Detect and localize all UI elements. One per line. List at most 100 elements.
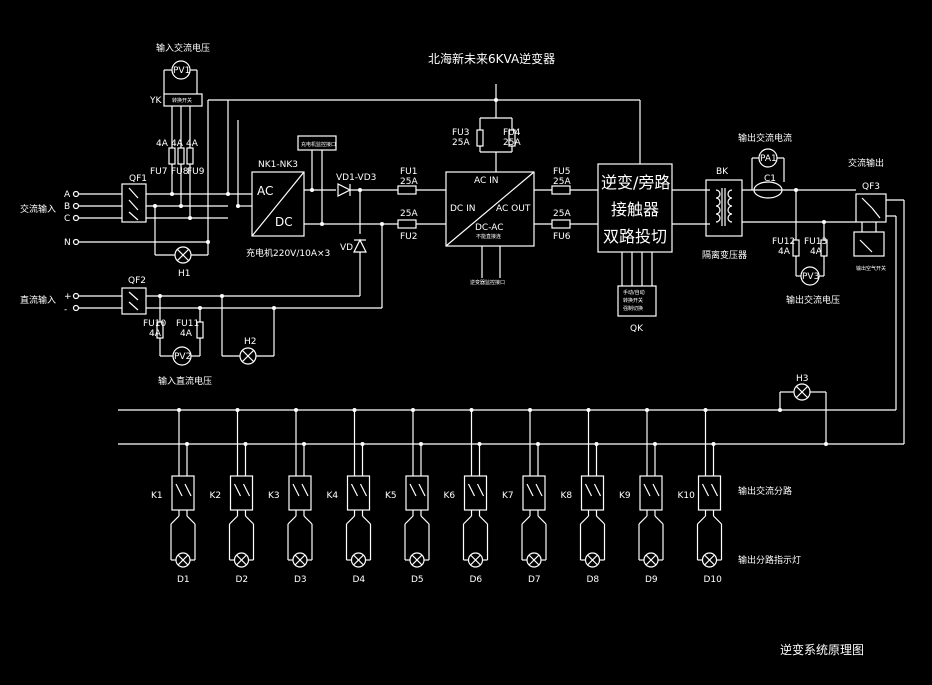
fu11-rating: 4A [180,329,193,339]
branch-lamp-label: 输出分路指示灯 [738,554,801,566]
svg-text:手动/自动: 手动/自动 [623,289,645,296]
branch-7-contact-2 [535,483,543,497]
branch-7-split-l [521,515,531,525]
branch-4-split-l [346,515,355,525]
branch-9-node-n [653,442,657,446]
branch-9-lamp-x2 [645,554,657,566]
branch-9-contact-1 [643,483,651,497]
fu9-rating: 4A [186,139,199,149]
transfer-line3: 双路投切 [603,227,667,246]
branch-4-split-n [362,515,371,525]
branch-7-contact-1 [526,483,534,497]
fu10-fu11-pv2 [156,296,204,366]
branch-5-switch-label: K5 [385,491,397,501]
branch-1-lamp-x2 [177,554,189,566]
branch-5-node-n [419,442,423,446]
branch-6-lamp [467,552,484,568]
branch-10-lamp-x2 [704,554,715,566]
phase-a-label: A [64,190,71,200]
branch-2-contact-1 [233,483,242,497]
branch-3-contact-2 [301,483,309,497]
branch-2-split-l [229,515,238,525]
branch-2-switch-label: K2 [210,491,222,501]
branch-3-node-n [302,442,306,446]
inverter-dc-in: DC IN [450,204,475,214]
branch-8-lamp-x2 [587,554,598,566]
fu7-label: FU7 [150,167,168,177]
branch-3-switch-label: K3 [268,491,280,501]
vd-label: VD [340,243,353,253]
transfer-line2: 接触器 [611,200,659,219]
ac-output-label: 交流输出 [848,157,884,169]
branch-10-node-l [703,408,708,412]
branch-9-lamp-label: D9 [645,575,658,585]
diagram-caption: 逆变系统原理图 [780,642,864,657]
branch-5-contact-2 [418,483,426,497]
branch-7-node-n [536,442,540,446]
rectifier-name: NK1-NK3 [258,160,298,170]
output-branches: K1D1K2D2K3D3K4D4K5D5K6D6K7D7K8D8K9D9K10D… [151,408,722,585]
inverter-dc-ac: 逆变器监控接口 [445,171,535,286]
fu4-rating: 25A [503,138,521,148]
branch-6-lamp-x2 [470,554,481,566]
branch-9-lamp [643,552,659,568]
branch-10-lamp-label: D10 [704,575,723,585]
dc-input-voltmeter-label: 输入直流电压 [158,375,212,387]
fu7-fu9-fuses [168,147,194,220]
branch-4-lamp-x2 [353,554,364,566]
branch-9-switch-label: K9 [619,491,631,501]
branch-6-node-n [477,442,482,446]
ac-input-label: 交流输入 [20,203,56,215]
branch-10-lamp [701,552,718,568]
branch-8-lamp [584,552,601,568]
branch-8-contact-1 [584,483,593,497]
branch-7-lamp-label: D7 [528,575,541,585]
fu8-rating: 4A [171,139,184,149]
branch-1-split-l [170,515,180,525]
branch-10-switch-label: K10 [678,491,696,501]
branch-2-node-l [235,408,240,412]
branch-5-node-l [411,408,415,412]
fu13-label: FU13 [804,237,827,247]
fu11-label: FU11 [176,319,199,329]
branch-10-contact-1 [701,483,710,497]
branch-5-split-l [404,515,414,525]
fu1-fu2-fuses [397,185,446,229]
branch-7-split-n [537,515,547,525]
branch-4-lamp [350,552,367,568]
qf3-breaker: 输出空气开关 [853,193,905,444]
fu10-label: FU10 [143,319,166,329]
phase-c-label: C [64,214,70,224]
branch-10-node-n [711,442,716,446]
branch-10-split-n [713,515,722,525]
h3-label: H3 [796,374,809,384]
svg-text:输出空气开关: 输出空气开关 [856,265,886,272]
branch-2-node-n [243,442,248,446]
rectifier-rating: 充电机220V/10A×3 [246,247,330,259]
branch-4-node-l [352,408,357,412]
fu5-rating: 25A [553,177,571,187]
ac-feed-lines [207,99,641,242]
branch-1-contact-1 [175,483,183,497]
pv2-label: PV2 [174,352,191,362]
output-bus [118,409,904,445]
fu2-rating: 25A [400,209,418,219]
qk-label: QK [630,324,644,334]
branch-6-node-l [469,408,474,412]
inverter-ac-out: AC OUT [496,204,531,214]
fu6-rating: 25A [553,209,571,219]
branch-2-lamp-label: D2 [236,575,249,585]
fu8-label: FU8 [171,167,189,177]
branch-6-switch-box [463,475,488,511]
qf3-label: QF3 [862,182,880,192]
pv1-voltmeter: 转换开关 [163,60,203,148]
branch-10-split-l [697,515,706,525]
branch-4-node-n [360,442,365,446]
svg-text:逆变器监控接口: 逆变器监控接口 [470,279,505,286]
pa1-ammeter [751,148,785,199]
isolation-transformer [672,179,856,237]
branch-8-switch-box [580,475,605,511]
ac-input-terminals [72,190,208,246]
